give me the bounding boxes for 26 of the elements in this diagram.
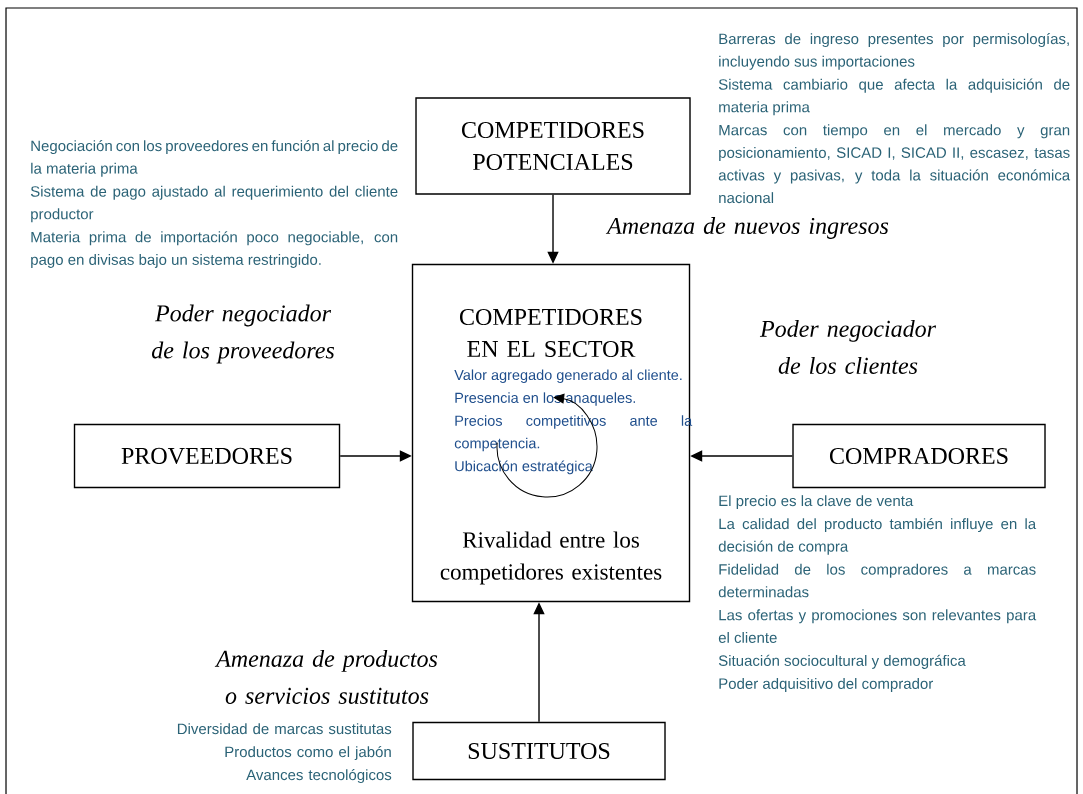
note-text: Las ofertas y promociones son relevantes para el cliente xyxy=(718,609,1037,643)
note-text: Sistema cambiario que afecta la adquisición de materia prima xyxy=(718,78,1070,116)
note-text: Sistema de pago ajustado al requerimiento del cliente productor xyxy=(30,185,398,223)
note-text: Materia prima de importación poco negociable, con pago en divisas bajo un sistema restringido. xyxy=(31,231,398,268)
box-footer: Rivalidad entre los competidores existentes xyxy=(440,531,662,585)
note-text: Marcas con tiempo en el mercado y gran posicionamiento, SICAD I, SICAD II, escasez, tasas activas y pasivas, y toda la situación económica nacional xyxy=(718,124,1071,204)
edge-label: Poder negociador de los clientes xyxy=(759,320,937,374)
note-text: El precio es la clave de venta xyxy=(719,495,914,510)
box-heading: COMPETIDORES EN EL SECTOR xyxy=(460,308,642,358)
note-text: Diversidad de marcas sustitutas xyxy=(177,723,392,735)
note-text: Barreras de ingreso presentes por permisologías, incluyendo sus importaciones xyxy=(719,32,1069,70)
force-box: COMPETIDORES POTENCIALES xyxy=(415,97,691,195)
edge-label: Amenaza de productos o servicios sustitutos xyxy=(214,650,438,704)
list-item: Valor agregado generado al cliente. xyxy=(454,369,682,383)
note-text: Poder adquisitivo del comprador xyxy=(719,677,933,692)
note-text: Negociación con los proveedores en función al precio de la materia prima xyxy=(31,139,398,177)
edge-label: Poder negociador de los proveedores xyxy=(152,304,335,364)
edge-label: Amenaza de nuevos ingresos xyxy=(605,217,889,239)
force-box: COMPRADORES xyxy=(792,423,1046,489)
force-box: SUSTITUTOS xyxy=(412,721,666,781)
force-box: PROVEEDORES xyxy=(73,423,341,489)
note-text: Avances tecnológicos xyxy=(246,768,392,784)
note-text: La calidad del producto también influye en la decisión de compra xyxy=(718,517,1037,555)
note-text: Situación sociocultural y demográfica xyxy=(718,654,966,669)
note-text: Productos como el jabón xyxy=(225,745,391,761)
note-text: Fidelidad de los compradores a marcas determinadas xyxy=(718,563,1036,598)
